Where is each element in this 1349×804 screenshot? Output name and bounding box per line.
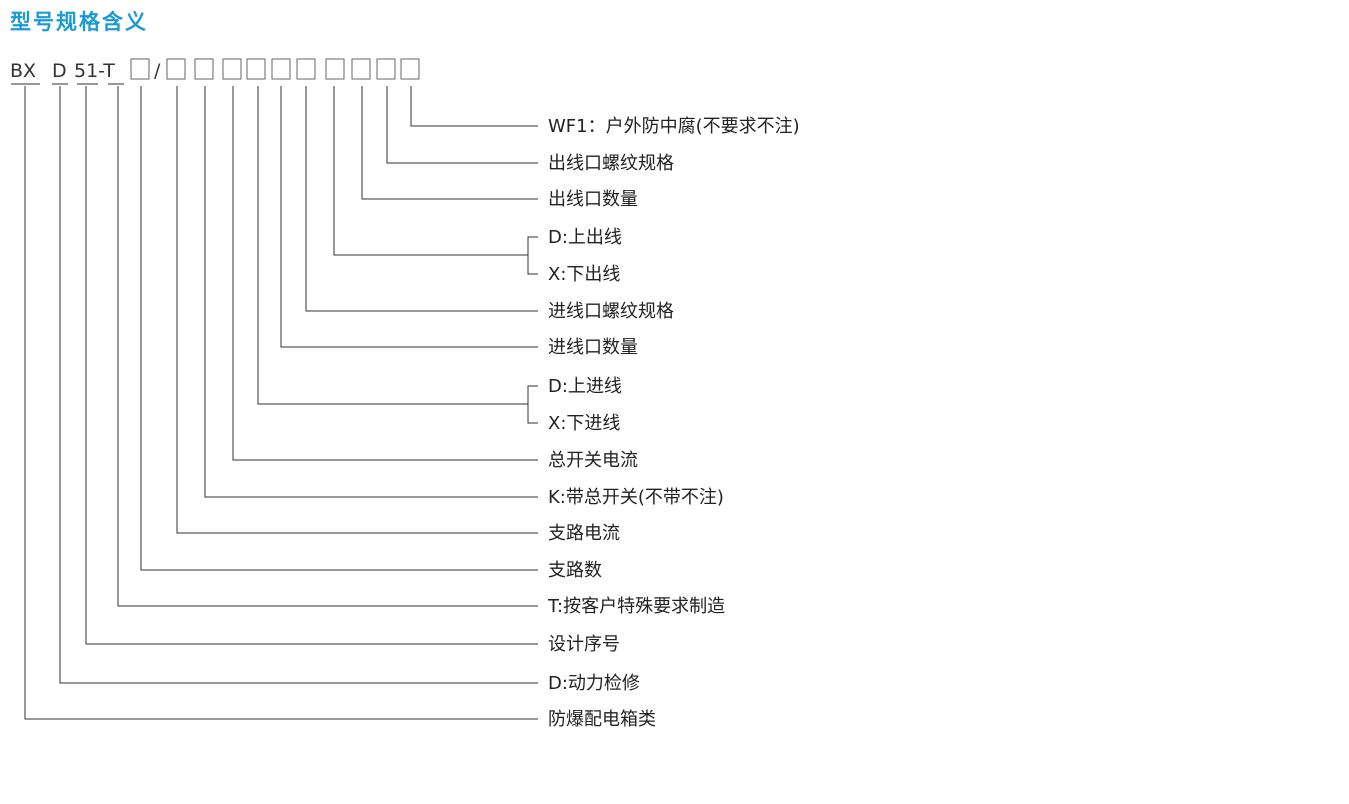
placeholder-box [351, 58, 371, 80]
leader-line [410, 86, 538, 127]
description-label: X:下出线 [548, 264, 620, 285]
code-segment: 51-T [74, 60, 115, 82]
description-label: D:上出线 [548, 227, 622, 248]
placeholder-box [246, 58, 266, 80]
description-label: D:动力检修 [548, 673, 640, 694]
code-segment: D [52, 60, 67, 82]
leader-line [176, 86, 538, 534]
description-label: 防爆配电箱类 [548, 709, 656, 730]
leader-line [140, 86, 538, 571]
leader-line [204, 86, 538, 498]
description-label: 出线口数量 [548, 189, 638, 210]
leader-line [85, 86, 538, 645]
description-label: 进线口数量 [548, 337, 638, 358]
leader-line [386, 86, 538, 164]
placeholder-box [222, 58, 242, 80]
leader-line [257, 86, 528, 405]
description-label: D:上进线 [548, 376, 622, 397]
code-segment: BX [10, 60, 36, 82]
leader-line [117, 86, 538, 607]
option-bracket [527, 385, 538, 424]
leader-line [59, 86, 538, 684]
leader-line [24, 86, 538, 720]
description-labels: WF1：户外防中腐(不要求不注) 出线口螺纹规格出线口数量进线口螺纹规格进线口数量… [547, 116, 800, 730]
page-title: 型号规格含义 [10, 10, 148, 34]
description-label: 支路电流 [548, 523, 620, 544]
description-label: 设计序号 [548, 634, 620, 655]
leader-line [333, 86, 528, 256]
placeholder-box [166, 58, 186, 80]
leader-line [361, 86, 538, 200]
placeholder-box [325, 58, 345, 80]
description-label: WF1：户外防中腐(不要求不注) [548, 116, 800, 137]
code-segment: / [154, 60, 161, 82]
leader-lines [24, 86, 538, 720]
placeholder-box [271, 58, 291, 80]
description-label: 进线口螺纹规格 [548, 301, 674, 322]
leader-line [305, 86, 538, 312]
model-code-row: BX D 51-T / [10, 58, 420, 85]
description-label: X:下进线 [548, 413, 620, 434]
placeholder-box [376, 58, 396, 80]
option-bracket [527, 236, 538, 275]
leader-line [232, 86, 538, 461]
description-label: T:按客户特殊要求制造 [547, 596, 725, 617]
placeholder-box [296, 58, 316, 80]
description-label: 出线口螺纹规格 [548, 153, 674, 174]
leader-line [280, 86, 538, 348]
placeholder-box [130, 58, 150, 80]
placeholder-box [400, 58, 420, 80]
description-label: 支路数 [548, 560, 602, 581]
placeholder-box [194, 58, 214, 80]
description-label: K:带总开关(不带不注) [548, 487, 724, 508]
description-label: 总开关电流 [548, 450, 638, 471]
